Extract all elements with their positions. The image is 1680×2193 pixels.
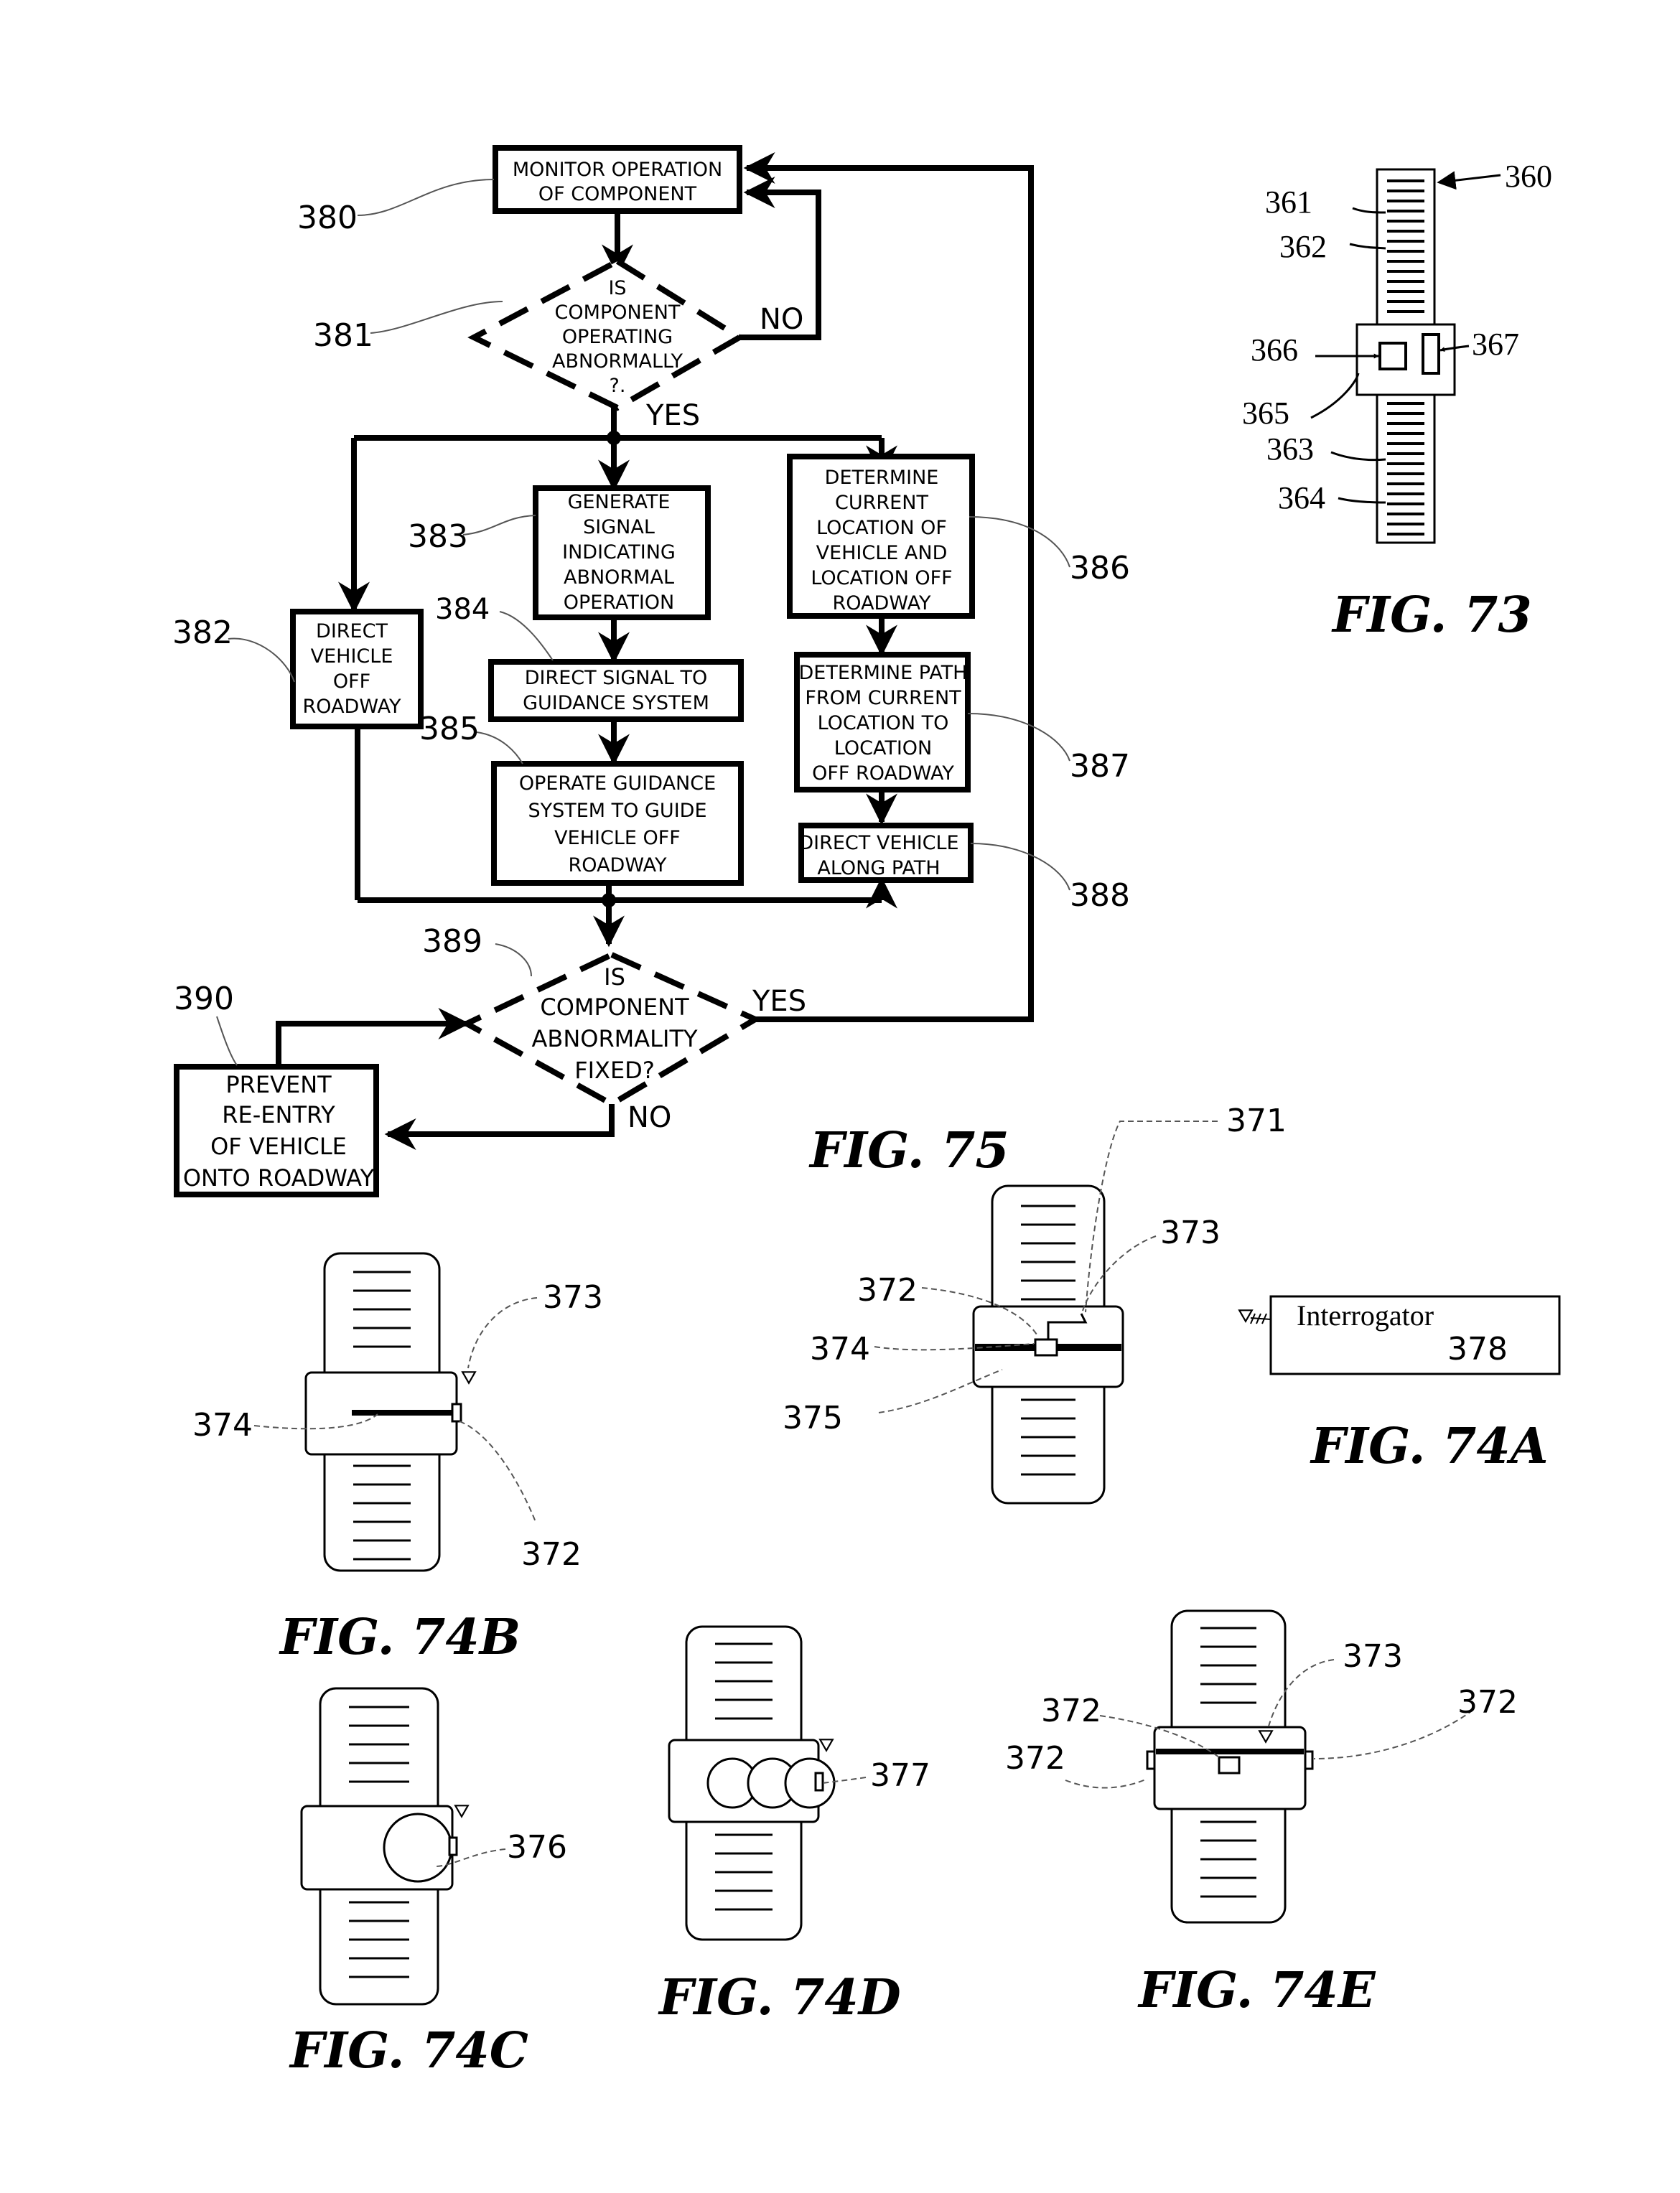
antenna-374-74b (352, 1410, 452, 1416)
ref-367: 367 (1472, 327, 1519, 362)
fig-75: MONITOR OPERATIONOF COMPONENT ISCOMPONEN… (172, 148, 1130, 1194)
ref-382: 382 (172, 614, 233, 651)
fig-74c: 376 FIG. 74C (289, 1688, 567, 2080)
tag-right-74e (1305, 1752, 1312, 1769)
ref-388: 388 (1070, 877, 1130, 914)
ref-372-74e-a: 372 (1041, 1693, 1101, 1729)
interrogator-antenna-icon (1239, 1310, 1252, 1321)
fig-74e-label: FIG. 74E (1137, 1962, 1376, 2019)
ref-390: 390 (174, 981, 234, 1017)
ref-378: 378 (1447, 1331, 1508, 1367)
tag-antenna-icon-74c (455, 1805, 468, 1816)
label-no-381: NO (760, 303, 803, 336)
ref-385: 385 (419, 711, 480, 747)
tag-74d (816, 1773, 823, 1790)
ref-372-74b: 372 (521, 1536, 582, 1573)
ref-373-74e: 373 (1343, 1638, 1403, 1675)
label-yes-389: YES (752, 985, 806, 1018)
fig-73-label: FIG. 73 (1331, 586, 1532, 644)
fig-74b: 373 374 372 FIG. 74B (192, 1253, 603, 1666)
ref-373-74a: 373 (1160, 1215, 1221, 1251)
flow-390-up-to-389 (279, 1024, 467, 1065)
fig-74a-label: FIG. 74A (1310, 1418, 1548, 1475)
tag-372-74e (1219, 1757, 1239, 1773)
tag-372-74b (452, 1404, 461, 1421)
tag-antenna-icon-74b (462, 1372, 475, 1383)
ref-373-74b: 373 (543, 1279, 603, 1316)
ref-372-74e-c: 372 (1005, 1740, 1065, 1777)
ref-380: 380 (297, 200, 358, 236)
fig-74d: 377 FIG. 74D (658, 1627, 930, 2026)
fig-74c-label: FIG. 74C (289, 2022, 528, 2080)
ref-365: 365 (1242, 396, 1289, 431)
label-no-389: NO (627, 1101, 671, 1134)
tag-74c (449, 1838, 457, 1855)
ref-361: 361 (1265, 184, 1312, 220)
interrogator-antenna-hatch (1251, 1314, 1271, 1324)
ref-366: 366 (1251, 332, 1298, 368)
tag-372-74a (1035, 1339, 1057, 1355)
ref-372-74a: 372 (857, 1272, 918, 1309)
interrogator-label: Interrogator (1297, 1299, 1434, 1332)
label-yes-381: YES (645, 399, 700, 432)
ref-381: 381 (313, 317, 373, 354)
belt-upper-strap (1377, 169, 1434, 329)
ref-363: 363 (1266, 431, 1314, 467)
fig-75-label: FIG. 75 (808, 1122, 1009, 1179)
element-376 (384, 1814, 452, 1881)
fig-74b-label: FIG. 74B (279, 1609, 521, 1666)
fig-74e: 373 372 372 372 FIG. 74E (1005, 1611, 1518, 2019)
tag-antenna-icon-74d (820, 1739, 833, 1750)
ref-376: 376 (507, 1829, 567, 1866)
ref-375: 375 (783, 1400, 843, 1436)
ref-371: 371 (1226, 1103, 1287, 1139)
ref-387: 387 (1070, 748, 1130, 785)
step-387-text: DETERMINE PATHFROM CURRENTLOCATION TOLOC… (799, 662, 968, 785)
ref-389: 389 (422, 923, 482, 960)
ref-386: 386 (1070, 550, 1130, 586)
junction-dot-upper (607, 431, 621, 445)
fig-74d-label: FIG. 74D (658, 1969, 901, 2026)
fig-73: 360 361 362 366 367 365 363 364 FIG. 73 (1242, 159, 1552, 644)
ref-372-74e-b: 372 (1457, 1684, 1518, 1721)
ref-374-74a: 374 (810, 1331, 870, 1367)
ref-384: 384 (435, 593, 490, 626)
ref-360: 360 (1505, 159, 1552, 194)
ref-362: 362 (1279, 229, 1327, 264)
flow-389-no (388, 1104, 612, 1134)
tag-left-74e (1147, 1752, 1154, 1769)
ref-383: 383 (408, 518, 468, 555)
ref-374-74b: 374 (192, 1407, 253, 1444)
element-366 (1380, 343, 1406, 369)
ref-364: 364 (1278, 480, 1325, 515)
step-383-text: GENERATESIGNALINDICATINGABNORMALOPERATIO… (562, 491, 676, 614)
element-367 (1423, 335, 1439, 373)
antenna-74e (1156, 1749, 1304, 1754)
ref-377: 377 (870, 1757, 930, 1794)
junction-dot-lower (602, 893, 616, 907)
